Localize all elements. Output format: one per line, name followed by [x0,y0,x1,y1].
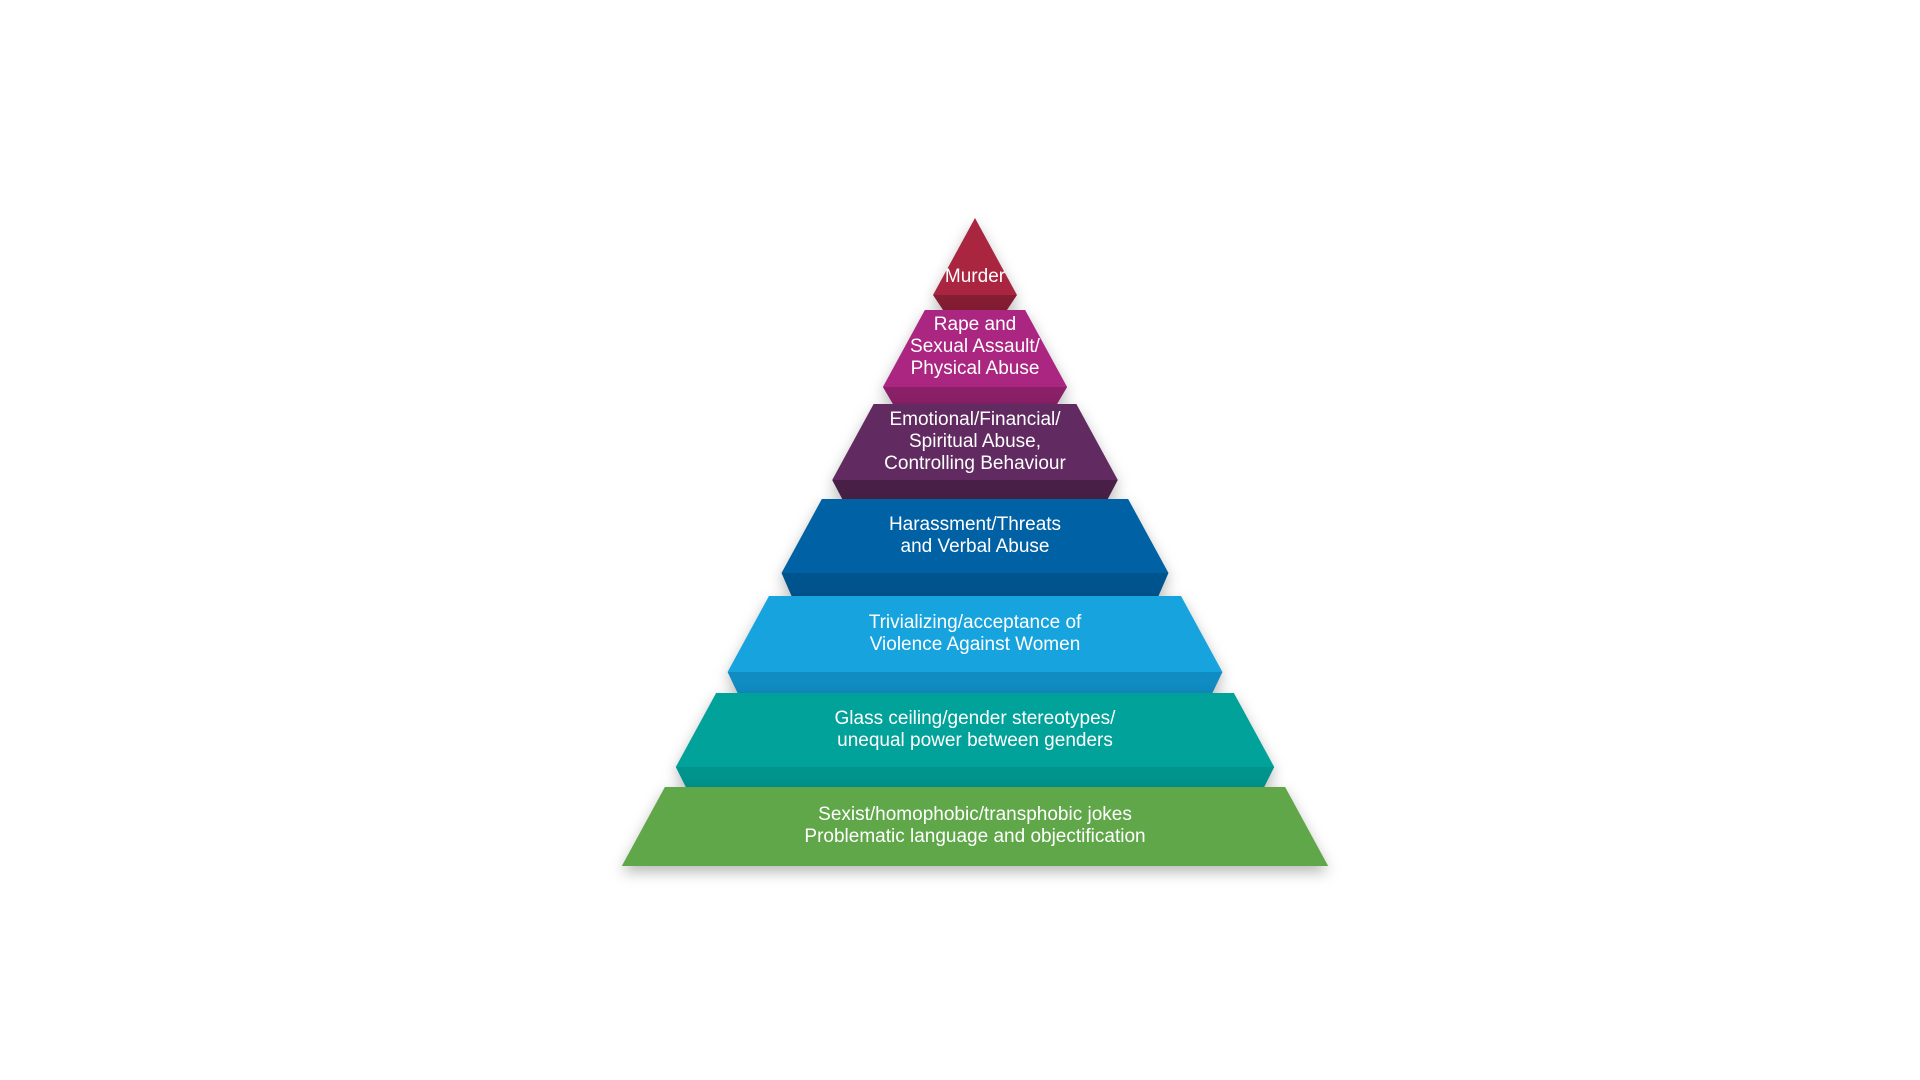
tier-label-line: Glass ceiling/gender stereotypes/ [835,708,1117,729]
tier-label-line: Problematic language and objectification [804,826,1145,847]
tier-label-line: Murder [945,266,1006,287]
tier-face [621,787,1329,866]
tier-label-line: Spiritual Abuse, [909,431,1041,452]
tier-face [933,218,1017,295]
tier-face [882,310,1068,387]
tier-label-line: Rape and [934,314,1016,335]
tier-label-line: Sexist/homophobic/transphobic jokes [818,804,1132,825]
tier-face [727,596,1223,672]
pyramid-tier-murder: Murder [933,218,1017,310]
tier-label-line: Violence Against Women [870,634,1081,655]
tier-face [832,404,1118,480]
tier-label-line: Emotional/Financial/ [889,409,1061,430]
tier-edge [781,573,1169,596]
tier-edge [882,387,1068,404]
tier-label-line: unequal power between genders [837,730,1113,751]
tier-label: Murder [945,266,1006,287]
tier-face [781,499,1169,573]
tier-label-line: Trivializing/acceptance of [869,612,1082,633]
pyramid-tier-glass-ceiling-gender-stereotypes: Glass ceiling/gender stereotypes/unequal… [675,693,1275,787]
tier-label-line: and Verbal Abuse [901,536,1050,557]
tier-label-line: Sexual Assault/ [910,336,1041,357]
tier-edge [675,767,1275,787]
pyramid-tier-emotional-financial-spiritual-abuse: Emotional/Financial/Spiritual Abuse,Cont… [832,404,1118,499]
tier-edge [933,295,1017,310]
tier-label-line: Controlling Behaviour [884,453,1066,474]
tier-label: Emotional/Financial/Spiritual Abuse,Cont… [884,409,1066,474]
tier-face [675,693,1275,767]
tier-edge [727,672,1223,693]
tier-label-line: Harassment/Threats [889,514,1061,535]
tier-label: Glass ceiling/gender stereotypes/unequal… [835,708,1117,751]
tier-edge [832,480,1118,499]
tier-label-line: Physical Abuse [911,358,1040,379]
